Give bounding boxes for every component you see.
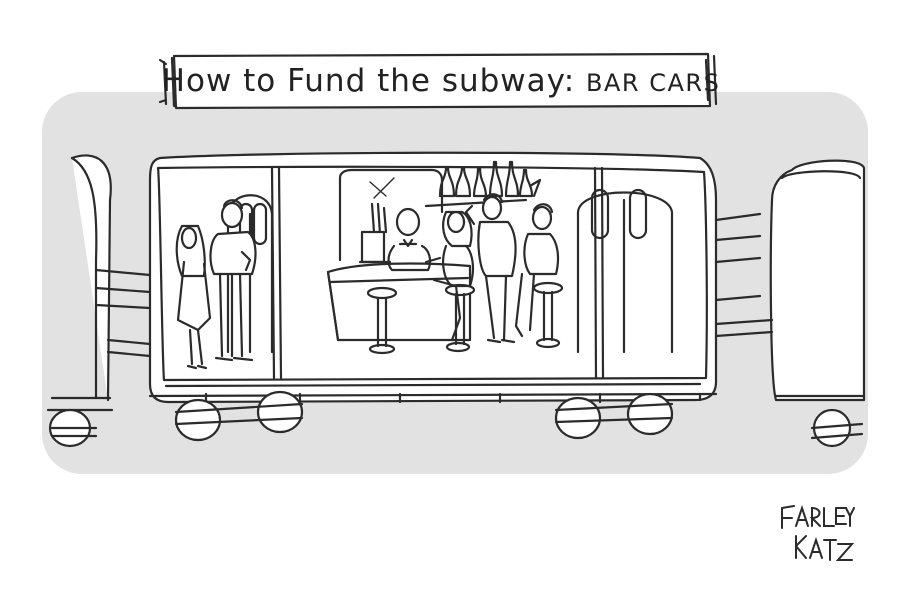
seated-man-at-bar xyxy=(514,203,560,338)
bartender xyxy=(387,207,432,272)
pole-left xyxy=(270,166,283,380)
wheel-right-partial xyxy=(810,408,864,448)
caption-sign-board xyxy=(158,52,718,110)
standing-woman xyxy=(175,224,212,370)
standing-man-with-drink xyxy=(209,199,257,362)
caption-main: How to Fund the subway: xyxy=(161,63,587,99)
wheel-left-partial xyxy=(48,408,98,448)
wheel-center-left xyxy=(174,390,304,442)
seated-woman-at-bar xyxy=(424,210,475,342)
right-car-doors xyxy=(576,188,674,354)
bottles-shelf xyxy=(424,160,542,208)
pole-right xyxy=(593,166,605,380)
bar-counter xyxy=(326,262,472,342)
bar-stool-front xyxy=(366,286,398,355)
bar-back-window xyxy=(338,168,444,262)
caption-emphasis: BAR CARS xyxy=(586,69,721,97)
left-subway-car xyxy=(46,154,152,412)
artist-signature xyxy=(781,504,855,561)
right-subway-car xyxy=(769,159,866,402)
wheel-center-right xyxy=(554,392,674,440)
caption-sign: How to Fund the subway: BAR CARS xyxy=(162,56,719,106)
car-coupling-right xyxy=(714,318,774,338)
standing-man-at-bar xyxy=(464,193,517,344)
caption-text: How to Fund the subway: BAR CARS xyxy=(162,63,721,99)
car-coupling-left xyxy=(106,338,152,358)
beer-taps xyxy=(358,202,392,264)
